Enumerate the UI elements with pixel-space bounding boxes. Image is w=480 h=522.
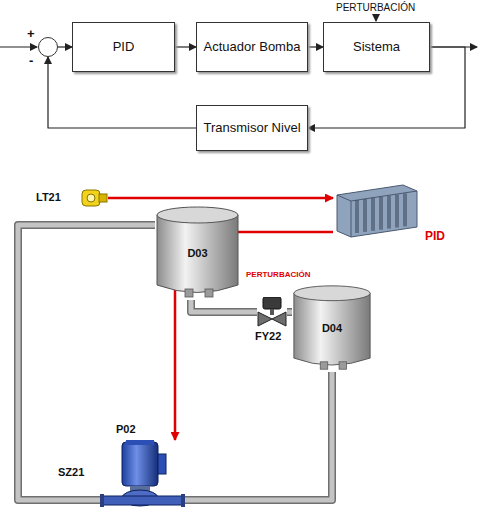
- tank: D03: [155, 205, 240, 300]
- actuator-block: Actuador Bomba: [196, 22, 308, 72]
- connector-stroke: [185, 372, 332, 500]
- node-text: Transmisor Nivel: [199, 120, 304, 136]
- pump-icon: [100, 440, 185, 510]
- node-text: P02: [116, 423, 136, 435]
- plc-rack-icon: [333, 183, 420, 238]
- level-transmitter: LT21: [80, 186, 108, 210]
- disturbance-arrow: [375, 14, 376, 21]
- node-text: +: [27, 27, 35, 41]
- signal-arrow: [308, 47, 323, 48]
- signal-wire: [108, 198, 333, 199]
- signal-arrow: [175, 47, 196, 48]
- connector-stroke: [175, 46, 196, 47]
- node-text: -: [29, 54, 33, 68]
- node-text: D04: [322, 322, 342, 334]
- node-text: PID: [425, 229, 445, 243]
- node-text: FY22: [255, 330, 281, 342]
- control-valve: FY22: [257, 297, 287, 327]
- connector-stroke: [185, 372, 332, 500]
- pipe-line: [191, 300, 257, 312]
- pump: P02SZ21: [100, 440, 185, 510]
- connector-stroke: [191, 300, 257, 312]
- input-arrow: [0, 46, 37, 47]
- node-text: D03: [187, 247, 207, 259]
- connector-stroke: [191, 300, 257, 312]
- transmitter-block: Transmisor Nivel: [196, 105, 308, 151]
- signal-arrow: [58, 47, 72, 48]
- disturbance-label: PERTURBACIÓN: [246, 270, 310, 279]
- connector-stroke: [108, 197, 333, 200]
- connector-stroke: [58, 46, 72, 47]
- valve-icon: [257, 297, 287, 327]
- plc-controller: PID: [333, 183, 420, 238]
- level-transmitter-icon: [80, 186, 108, 210]
- pipe-line: [287, 312, 292, 313]
- summing-junction: +-: [38, 37, 58, 57]
- node-text: LT21: [36, 191, 61, 203]
- controller-block: PID: [72, 22, 175, 72]
- node-text: SZ21: [58, 466, 84, 478]
- process-block: Sistema: [323, 22, 430, 72]
- node-text: PID: [109, 39, 139, 55]
- disturbance-label: PERTURBACIÓN: [336, 2, 415, 13]
- node-text: Sistema: [349, 39, 404, 55]
- connector-stroke: [287, 310, 292, 315]
- connector-stroke: [287, 308, 292, 316]
- node-text: Actuador Bomba: [200, 39, 305, 55]
- connector-stroke: [308, 46, 323, 47]
- tank: D04: [292, 284, 372, 372]
- pipe-line: [185, 372, 332, 500]
